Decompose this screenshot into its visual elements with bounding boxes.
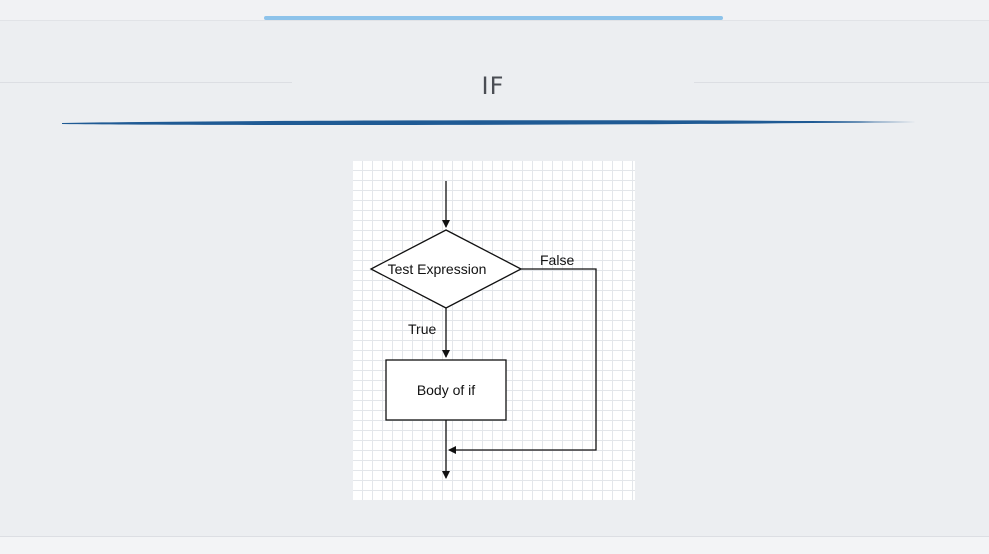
false-label: False bbox=[540, 252, 575, 268]
true-label: True bbox=[408, 321, 437, 337]
flowchart-card: Test Expression False True Body of if bbox=[353, 161, 635, 500]
bottom-bar bbox=[0, 537, 989, 554]
false-path bbox=[448, 268, 597, 454]
title-underline bbox=[62, 120, 916, 126]
body-box bbox=[385, 359, 507, 421]
flowchart-svg bbox=[369, 181, 597, 479]
title-rule-left bbox=[0, 82, 292, 83]
reading-progress-bar bbox=[264, 16, 723, 20]
decision-label: Test Expression bbox=[387, 261, 487, 277]
bottom-divider bbox=[0, 536, 989, 537]
title-rule-right bbox=[694, 82, 989, 83]
top-bar bbox=[0, 0, 989, 21]
body-label: Body of if bbox=[416, 382, 476, 398]
page-title: IF bbox=[481, 72, 505, 100]
